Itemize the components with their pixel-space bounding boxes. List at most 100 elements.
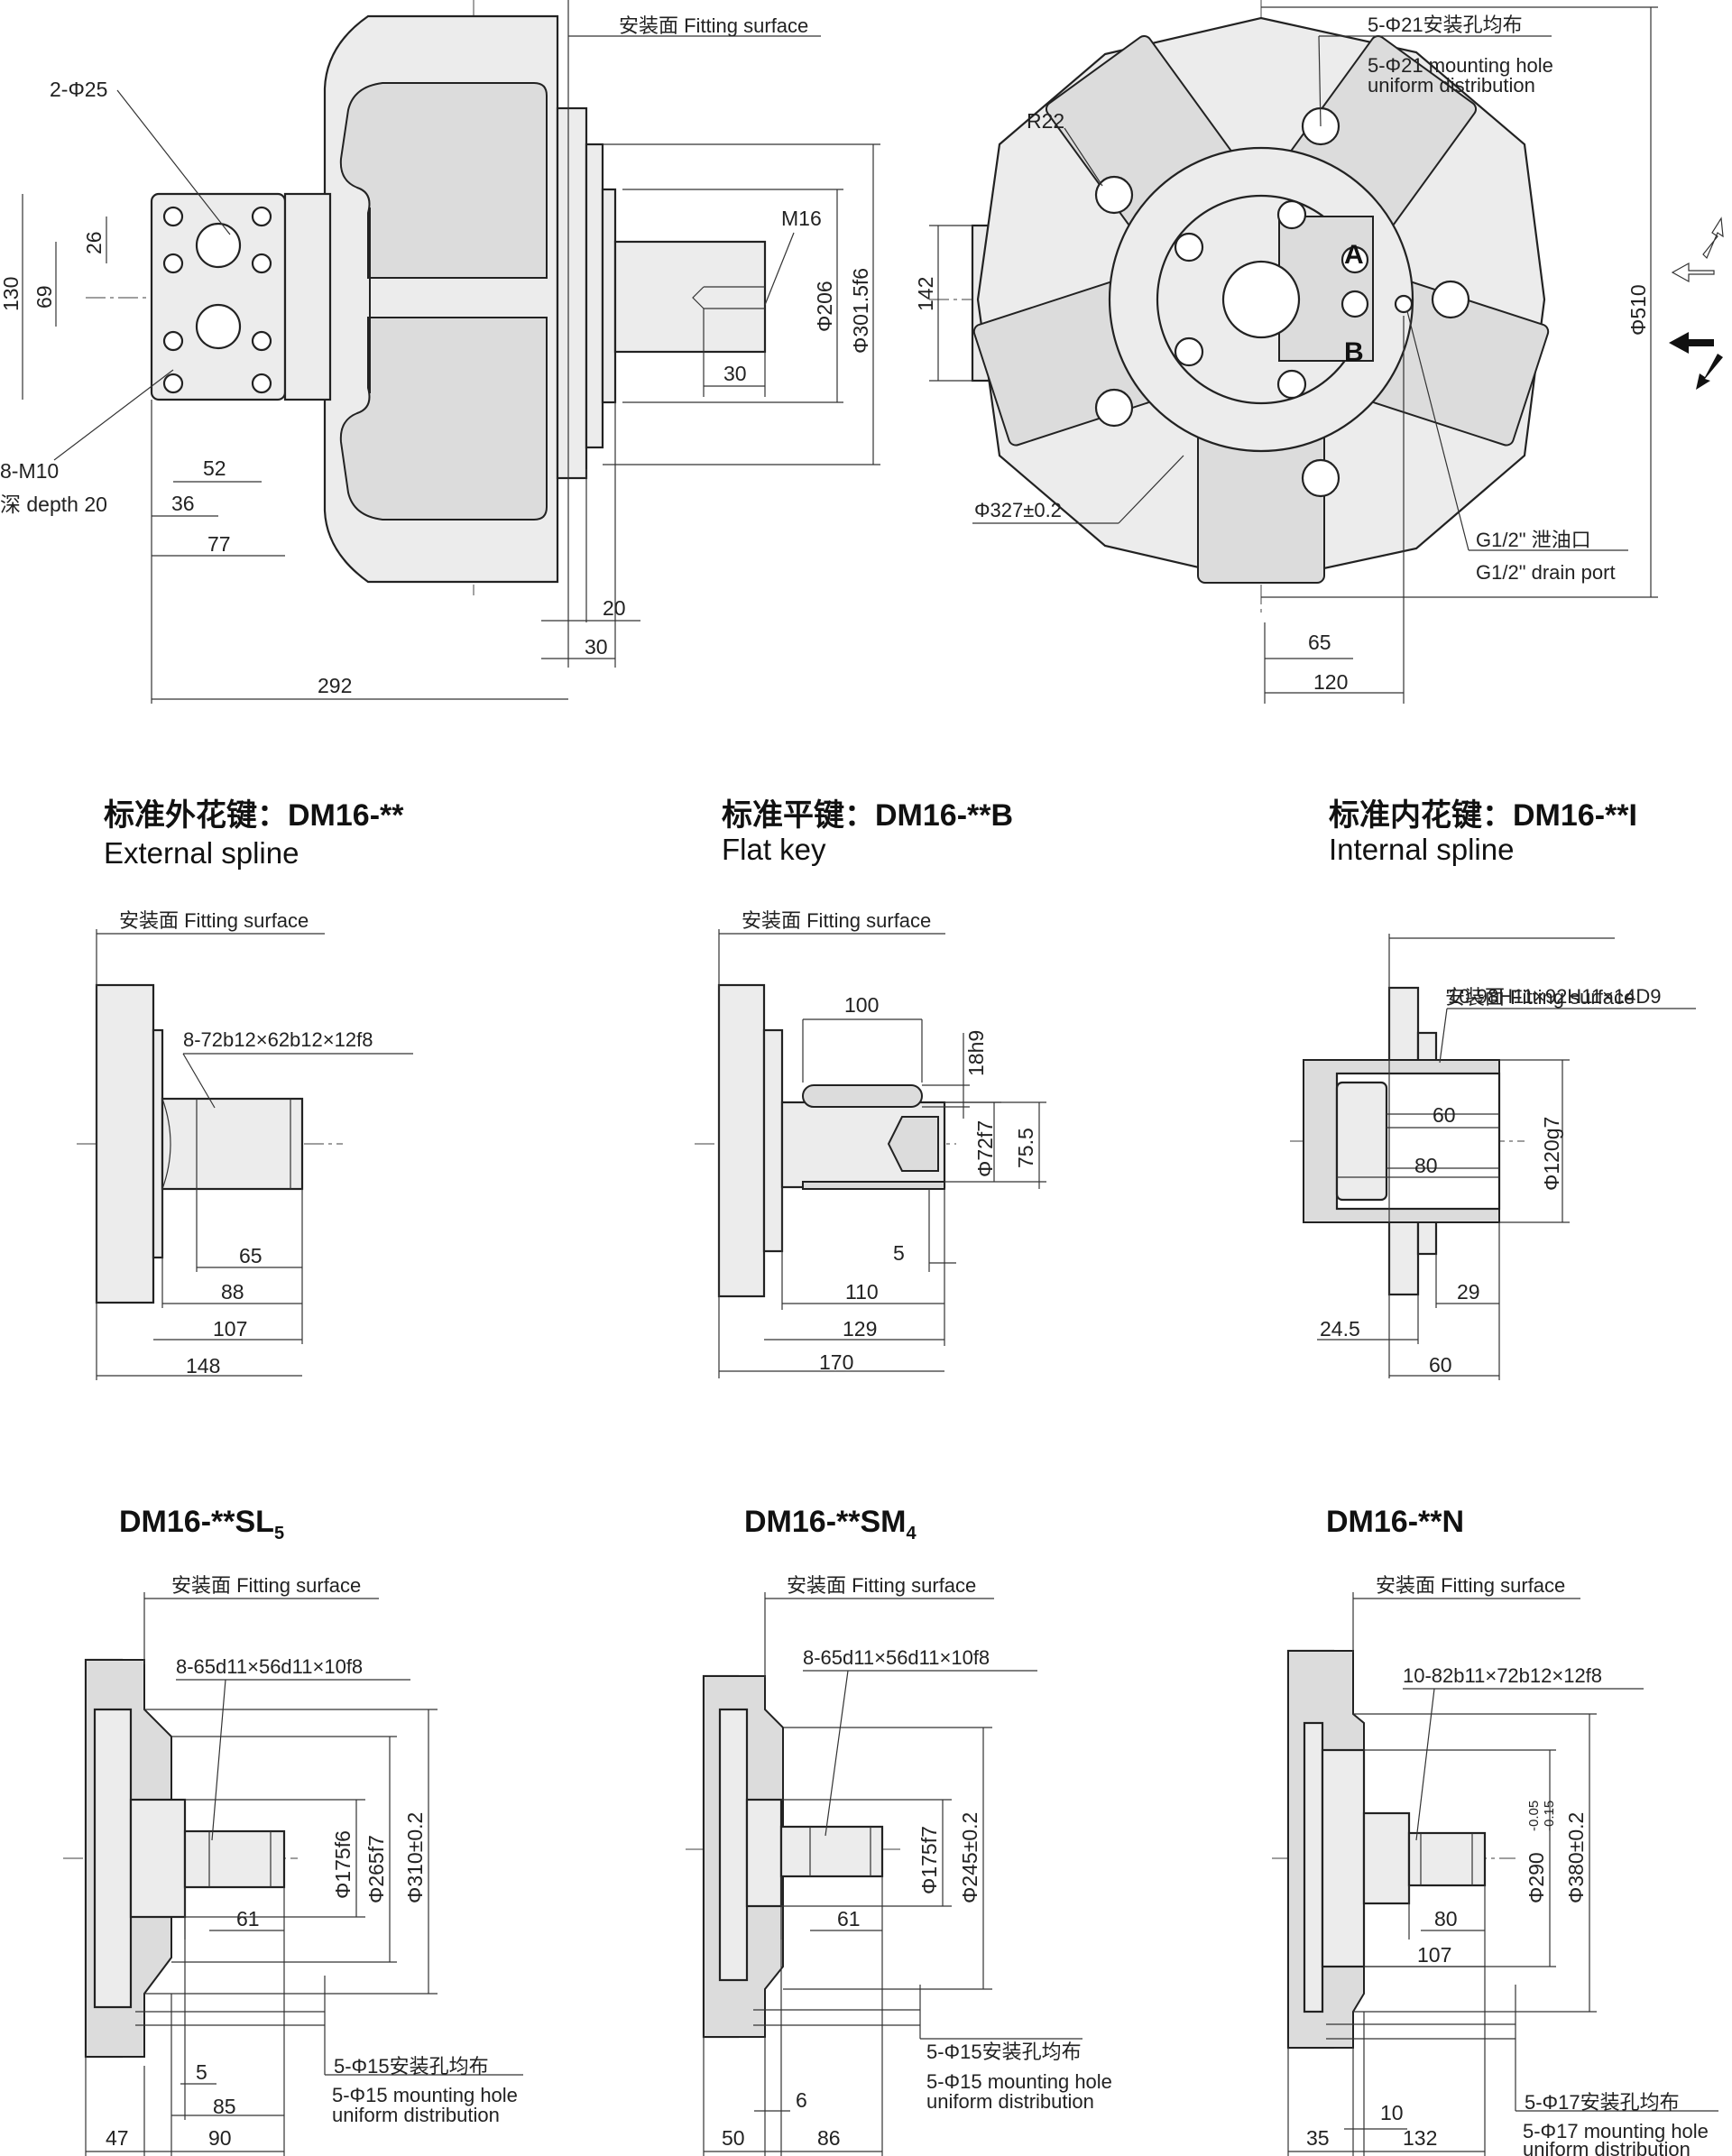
dim-5: 5 xyxy=(893,1241,905,1265)
title-internal-spline-cn: 标准内花键：DM16-**I xyxy=(1329,798,1637,833)
mounting-flange xyxy=(556,106,588,480)
dim-6: 6 xyxy=(796,2088,807,2112)
tol-upper: -0.05 xyxy=(1526,1801,1542,1831)
title-flat-key-cn: 标准平键：DM16-**B xyxy=(722,798,1013,833)
dim-30-flange: 30 xyxy=(585,635,608,659)
view-n: 安装面 Fitting surface 10-82b11×72b12×12f8 … xyxy=(1272,1574,1718,2156)
view-sl5: 安装面 Fitting surface 8-65d11×56d11×10f8 6… xyxy=(63,1574,523,2156)
port-b-label: B xyxy=(1344,337,1364,367)
dim-phi206: Φ206 xyxy=(813,281,836,332)
hole-note-en2: uniform distribution xyxy=(332,2104,500,2126)
drain-note-cn: G1/2" 泄油口 xyxy=(1476,529,1591,551)
view-flat-key: 安装面 Fitting surface 100 18h9 Φ72f7 75.5 … xyxy=(695,909,1046,1378)
bolt-hole xyxy=(162,206,184,227)
dim-m16: M16 xyxy=(781,207,822,230)
dim-8m10: 8-M10 xyxy=(0,459,59,483)
dim-phi120g7: Φ120g7 xyxy=(1540,1117,1563,1191)
drain-port xyxy=(1394,294,1414,314)
dim-75-5: 75.5 xyxy=(1014,1128,1037,1168)
shaft-bore xyxy=(1221,260,1301,339)
dim-61: 61 xyxy=(837,1907,861,1930)
dim-phi175f6: Φ175f6 xyxy=(331,1830,355,1899)
fitting-surface-label: 安装面 Fitting surface xyxy=(619,14,808,37)
rotation-arrow-icon xyxy=(1669,332,1714,354)
dim-292: 292 xyxy=(318,674,352,697)
dim-phi245: Φ245±0.2 xyxy=(958,1812,981,1903)
dim-phi72f7: Φ72f7 xyxy=(973,1120,997,1177)
dim-phi301: Φ301.5f6 xyxy=(849,268,872,354)
spline-spec: 8-65d11×56d11×10f8 xyxy=(803,1646,990,1669)
port-b-hole xyxy=(1340,290,1369,318)
dim-20: 20 xyxy=(603,596,626,620)
dim-65: 65 xyxy=(1308,631,1331,654)
dim-29: 29 xyxy=(1457,1280,1480,1304)
spline-spec: 8-72b12×62b12×12f8 xyxy=(183,1028,373,1051)
dim-90: 90 xyxy=(208,2126,232,2150)
dim-88: 88 xyxy=(221,1280,244,1304)
bolt-hole xyxy=(251,253,272,274)
mounting-hole xyxy=(1094,388,1134,428)
bolt-hole xyxy=(1174,336,1204,367)
hole-note-cn: 5-Φ15安装孔均布 xyxy=(926,2041,1082,2063)
bolt-hole xyxy=(162,253,184,274)
dim-phi265f7: Φ265f7 xyxy=(364,1835,388,1903)
mounting-hole xyxy=(1431,280,1470,319)
main-side-view: A B 5-Φ21安装孔均布 5-Φ21 mounting hole unifo… xyxy=(914,0,1724,704)
dim-30-shaft: 30 xyxy=(723,362,747,385)
dim-120: 120 xyxy=(1313,670,1348,694)
bolt-hole xyxy=(1276,369,1307,400)
hole-note-en2: uniform distribution xyxy=(1368,74,1535,97)
dim-60-inner: 60 xyxy=(1433,1103,1456,1127)
fitting-label: 安装面 Fitting surface xyxy=(171,1574,361,1597)
title-sm4: DM16-**SM4 xyxy=(744,1505,917,1543)
fitting-label: 安装面 Fitting surface xyxy=(119,909,309,932)
dim-69: 69 xyxy=(32,285,56,309)
mounting-hole xyxy=(1301,458,1340,498)
dim-77: 77 xyxy=(207,532,231,556)
dim-r22: R22 xyxy=(1027,109,1064,133)
spline-spec: 10-82b11×72b12×12f8 xyxy=(1403,1664,1602,1687)
dim-110: 110 xyxy=(845,1280,879,1304)
hole-note-cn: 5-Φ15安装孔均布 xyxy=(334,2055,489,2078)
rotation-outline-arrow-icon xyxy=(1671,262,1715,283)
hole-note-en1: 5-Φ15 mounting hole xyxy=(926,2070,1112,2093)
main-front-view: 安装面 Fitting surface 2-Φ25 M16 130 69 26 … xyxy=(0,0,880,704)
view-sm4: 安装面 Fitting surface 8-65d11×56d11×10f8 6… xyxy=(686,1574,1112,2156)
dim-100: 100 xyxy=(844,993,879,1017)
bolt-hole xyxy=(251,330,272,352)
dim-61: 61 xyxy=(236,1907,260,1930)
dim-132: 132 xyxy=(1403,2126,1437,2150)
hole-note-cn: 5-Φ17安装孔均布 xyxy=(1525,2091,1680,2114)
dim-phi510: Φ510 xyxy=(1626,284,1650,336)
tol-lower: -0.15 xyxy=(1542,1801,1557,1831)
fitting-label: 安装面 Fitting surface xyxy=(1376,1574,1565,1597)
title-flat-key-en: Flat key xyxy=(722,833,826,866)
dim-phi380: Φ380±0.2 xyxy=(1564,1812,1588,1903)
title-sl5: DM16-**SL5 xyxy=(119,1505,284,1543)
housing-lobe-upper xyxy=(339,82,548,279)
title-external-spline-cn: 标准外花键：DM16-** xyxy=(104,798,404,833)
port-block-adapter xyxy=(283,192,332,401)
dim-phi327: Φ327±0.2 xyxy=(974,499,1062,521)
dim-170: 170 xyxy=(819,1350,853,1374)
title-external-spline-en: External spline xyxy=(104,836,299,870)
hole-note-en2: uniform distribution xyxy=(1523,2138,1691,2156)
bolt-hole xyxy=(251,206,272,227)
dim-52: 52 xyxy=(203,456,226,480)
shaft-collar xyxy=(601,188,617,404)
port-hole-upper xyxy=(195,222,242,269)
fitting-label: 安装面 Fitting surface xyxy=(787,1574,976,1597)
title-internal-spline-en: Internal spline xyxy=(1329,833,1514,866)
dim-18h9: 18h9 xyxy=(964,1030,988,1076)
dim-107: 107 xyxy=(213,1317,247,1341)
mounting-hole xyxy=(1094,175,1134,215)
port-hole-lower xyxy=(195,303,242,350)
dim-2phi25: 2-Φ25 xyxy=(50,78,107,101)
dim-26: 26 xyxy=(82,231,106,254)
view-external-spline: 安装面 Fitting surface 8-72b12×62b12×12f8 6… xyxy=(77,909,413,1380)
bolt-hole xyxy=(162,373,184,394)
port-a-label: A xyxy=(1344,240,1364,270)
dim-86: 86 xyxy=(817,2126,841,2150)
bolt-hole xyxy=(162,330,184,352)
dim-107: 107 xyxy=(1417,1943,1451,1967)
